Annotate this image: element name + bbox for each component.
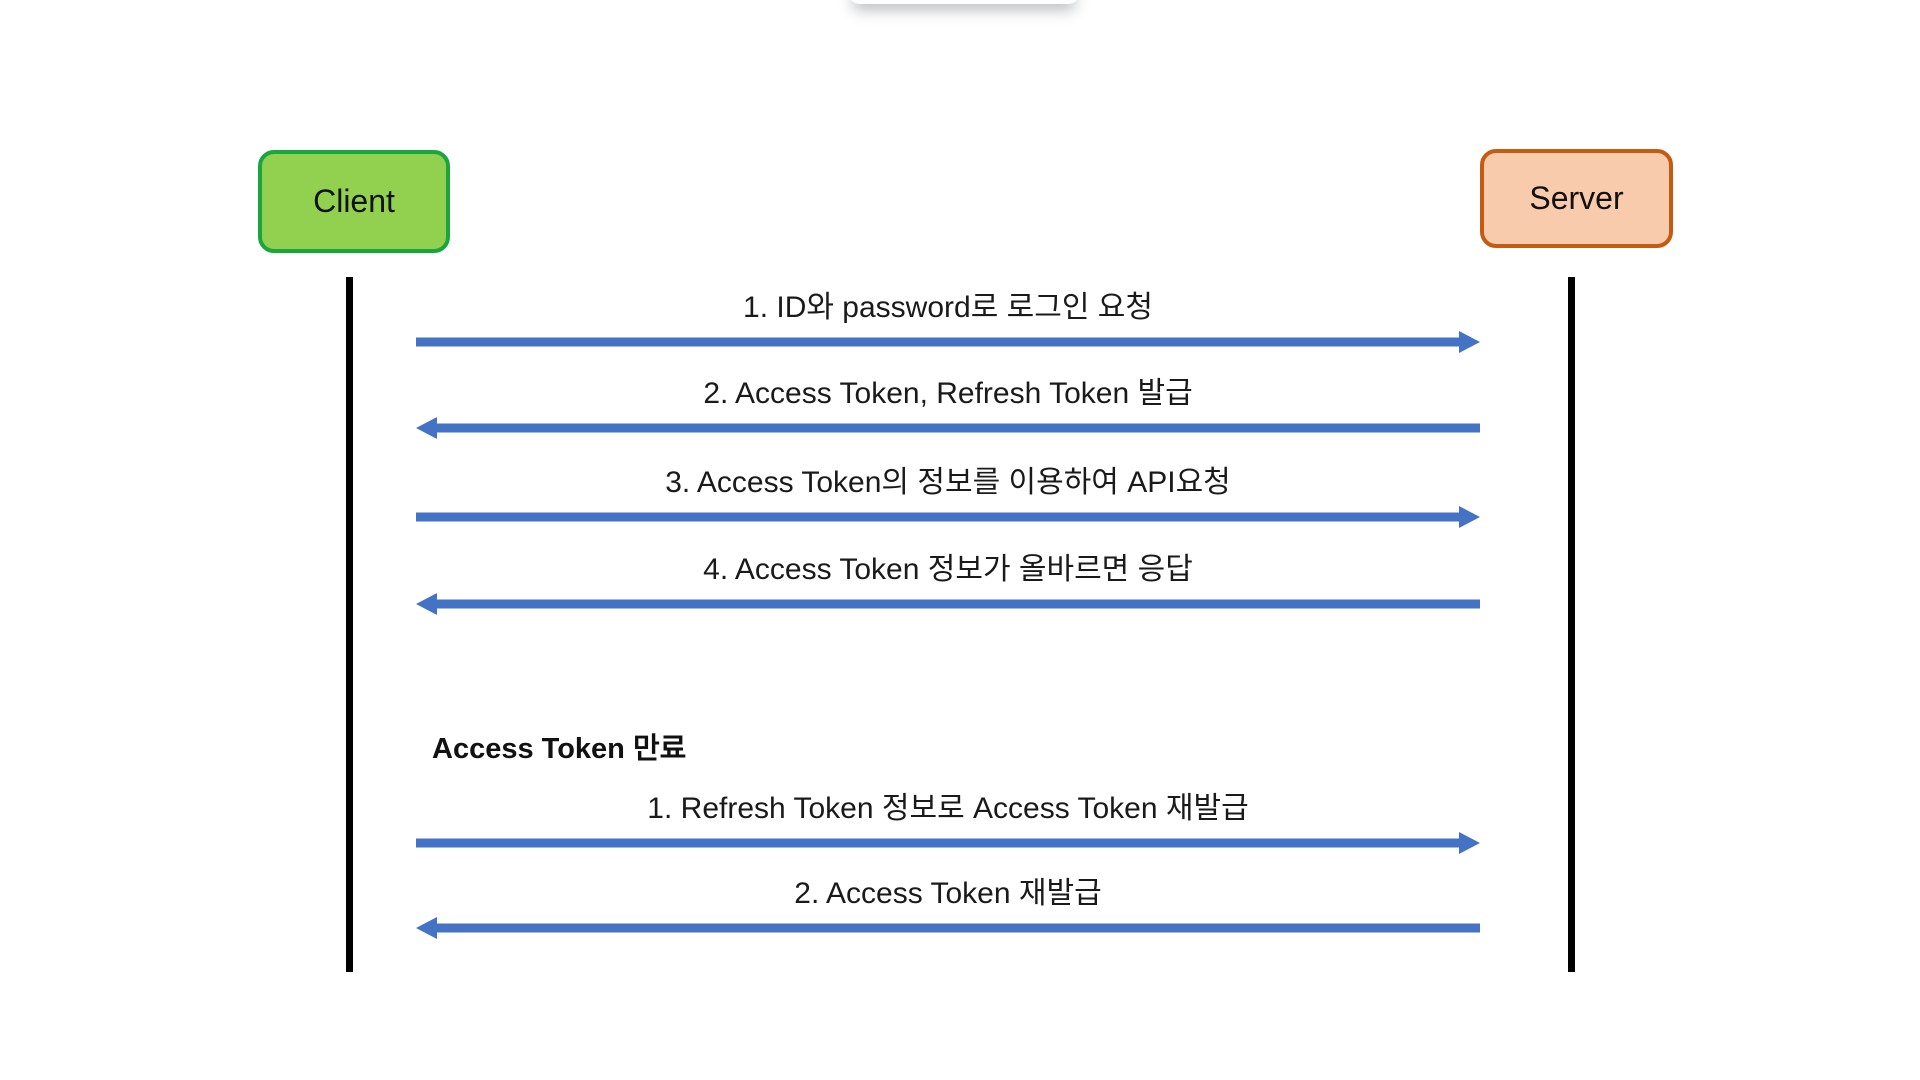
message-2-label: 2. Access Token, Refresh Token 발급 bbox=[703, 377, 1193, 410]
message-1: 1. ID와 password로 로그인 요청 bbox=[416, 285, 1480, 353]
actor-client-label: Client bbox=[313, 183, 395, 219]
arrow-shaft bbox=[433, 923, 1480, 933]
arrow-left-icon bbox=[416, 917, 1480, 939]
arrow-right-icon bbox=[416, 331, 1480, 353]
client-lifeline bbox=[346, 277, 353, 972]
message-3: 3. Access Token의 정보를 이용하여 API요청 bbox=[416, 460, 1480, 528]
arrowhead-icon bbox=[1459, 506, 1480, 528]
message-3-label: 3. Access Token의 정보를 이용하여 API요청 bbox=[665, 466, 1231, 499]
message-6-label: 2. Access Token 재발급 bbox=[794, 877, 1102, 910]
message-6: 2. Access Token 재발급 bbox=[416, 871, 1480, 939]
arrow-shaft bbox=[416, 512, 1463, 522]
message-5: 1. Refresh Token 정보로 Access Token 재발급 bbox=[416, 786, 1480, 854]
arrowhead-icon bbox=[416, 917, 437, 939]
arrow-right-icon bbox=[416, 832, 1480, 854]
actor-server: Server bbox=[1480, 149, 1673, 248]
top-edge-shadow bbox=[848, 0, 1080, 4]
arrow-shaft bbox=[433, 599, 1480, 609]
message-5-label: 1. Refresh Token 정보로 Access Token 재발급 bbox=[647, 792, 1249, 825]
arrow-left-icon bbox=[416, 593, 1480, 615]
arrowhead-icon bbox=[1459, 832, 1480, 854]
arrow-shaft bbox=[416, 337, 1463, 347]
arrow-left-icon bbox=[416, 417, 1480, 439]
message-4: 4. Access Token 정보가 올바르면 응답 bbox=[416, 547, 1480, 615]
message-1-label: 1. ID와 password로 로그인 요청 bbox=[743, 291, 1153, 324]
arrowhead-icon bbox=[1459, 331, 1480, 353]
arrow-shaft bbox=[416, 838, 1463, 848]
message-4-label: 4. Access Token 정보가 올바르면 응답 bbox=[703, 553, 1193, 586]
server-lifeline bbox=[1568, 277, 1575, 972]
arrowhead-icon bbox=[416, 593, 437, 615]
arrowhead-icon bbox=[416, 417, 437, 439]
arrow-shaft bbox=[433, 423, 1480, 433]
section-note: Access Token 만료 bbox=[432, 733, 687, 765]
actor-client: Client bbox=[258, 150, 450, 253]
arrow-right-icon bbox=[416, 506, 1480, 528]
message-2: 2. Access Token, Refresh Token 발급 bbox=[416, 371, 1480, 439]
actor-server-label: Server bbox=[1529, 180, 1624, 216]
